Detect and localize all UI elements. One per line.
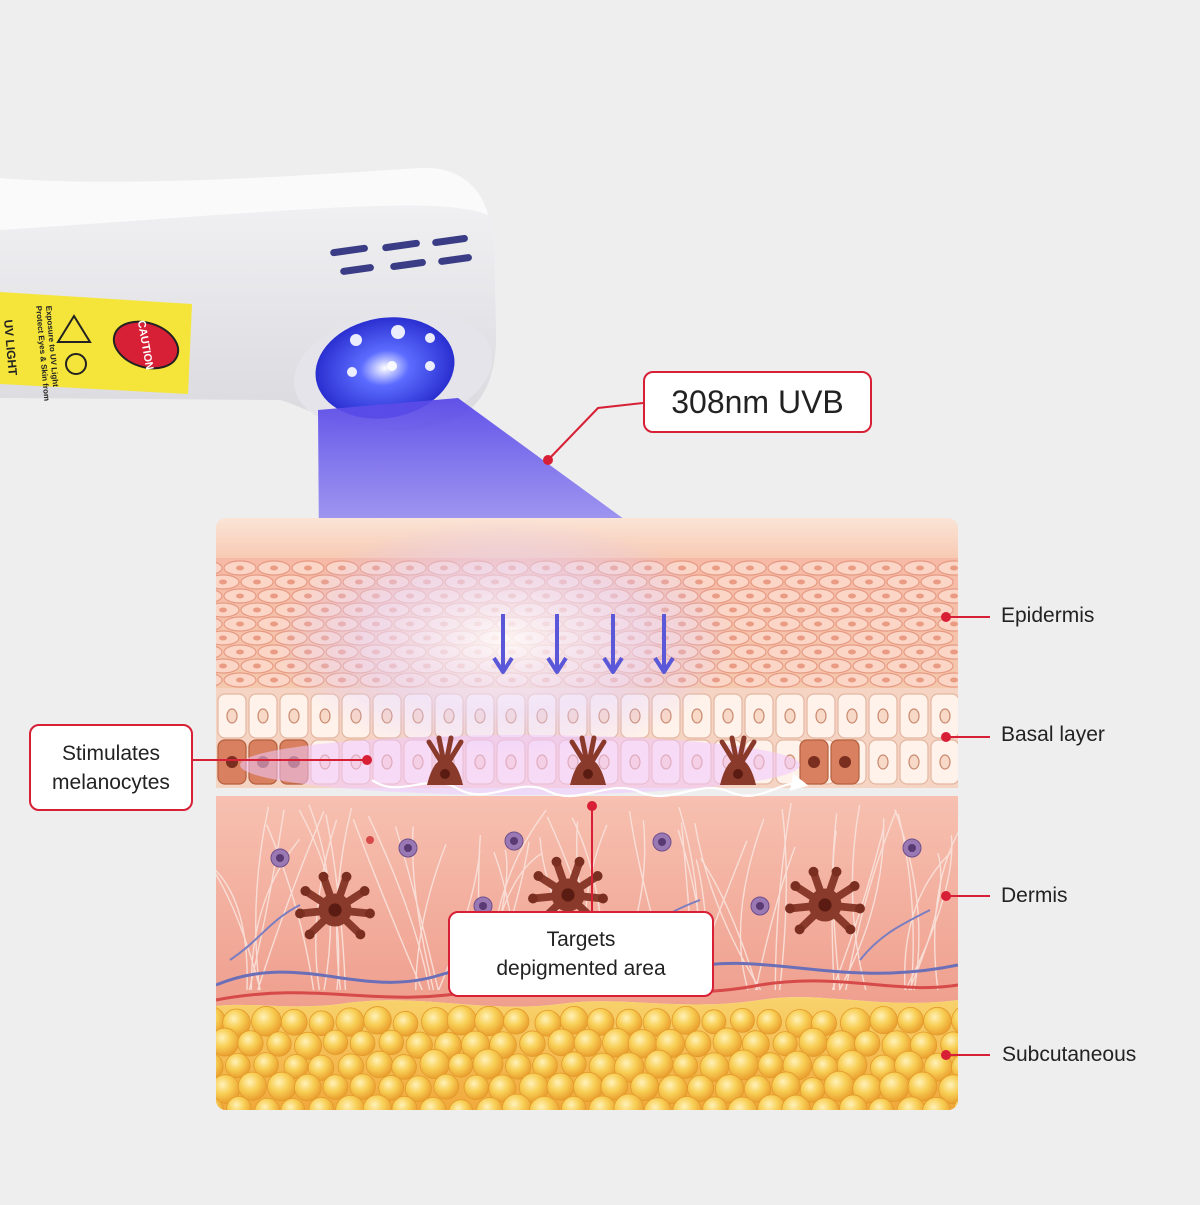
basal-melanocyte	[569, 735, 607, 785]
label-subcutaneous: Subcutaneous	[1002, 1043, 1137, 1066]
leader-lines	[193, 402, 990, 1056]
leader-uvb	[547, 402, 644, 461]
melanocyte-cell	[295, 871, 375, 940]
stimulates-line1: Stimulates	[61, 741, 161, 765]
wavelength-callout: 308nm UVB	[643, 371, 872, 433]
targets-line1: Targets	[546, 928, 616, 951]
vent-slot	[390, 258, 426, 271]
dermis-immune-cells	[270, 831, 922, 916]
label-dermis: Dermis	[1001, 884, 1068, 907]
laser-warning-icon	[56, 314, 92, 343]
targets-line2: depigmented area	[496, 957, 666, 980]
dermis-melanocytes	[295, 856, 865, 940]
stimulates-callout: Stimulates melanocytes	[29, 724, 193, 811]
targets-callout: Targets depigmented area	[448, 911, 714, 997]
fat-cells	[216, 1005, 958, 1110]
basal-melanocyte	[719, 735, 757, 785]
wavelength-text: 308nm UVB	[671, 383, 844, 420]
melanocyte-cell	[785, 866, 865, 935]
warning-sticker	[0, 292, 192, 394]
melanocyte-cell	[528, 856, 608, 925]
basal-melanocyte	[426, 735, 464, 785]
caution-badge	[112, 320, 180, 370]
lens	[315, 317, 455, 419]
no-look-icon	[65, 353, 87, 375]
skin-cross-section	[216, 518, 958, 1110]
leader-dots	[362, 455, 951, 1060]
label-basal-layer: Basal layer	[1001, 723, 1105, 746]
basal-melanocytes	[426, 735, 757, 785]
uvb-lamp-device: CAUTION Protect Eyes & Skin from Exposur…	[0, 167, 497, 430]
vent-slot	[330, 244, 368, 257]
sticker-side-text: UV LIGHT	[1, 319, 20, 377]
vent-slot	[432, 234, 468, 247]
stimulates-line2: melanocytes	[52, 770, 170, 794]
uv-glow-basal	[240, 735, 800, 795]
label-epidermis: Epidermis	[1001, 604, 1095, 627]
vent-slot	[382, 239, 420, 252]
vent-slot	[438, 254, 472, 265]
vent-slot	[340, 264, 374, 275]
uv-penetration-arrows	[492, 614, 675, 674]
device-top-highlight	[0, 167, 488, 230]
